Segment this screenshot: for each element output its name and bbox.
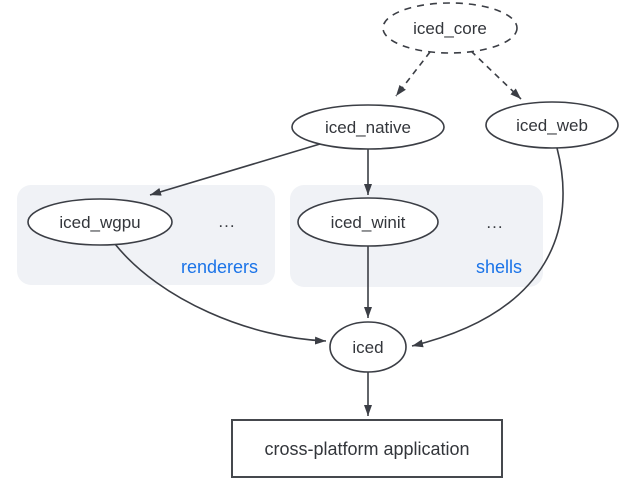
iced-web-label: iced_web <box>516 116 588 135</box>
node-cross-platform-application <box>231 419 503 478</box>
iced-label: iced <box>352 338 383 357</box>
node-iced <box>329 321 407 373</box>
node-iced-wgpu <box>27 198 173 246</box>
edge-core-to-native <box>395 51 431 97</box>
node-iced-winit <box>297 197 439 247</box>
shells-group-label: shells <box>476 257 522 277</box>
iced-wgpu-label: iced_wgpu <box>59 213 140 232</box>
edge-web-to-iced <box>411 147 564 348</box>
renderers-ellipsis: ... <box>218 212 235 231</box>
cross-platform-application-label: cross-platform application <box>264 439 469 459</box>
shells-ellipsis: ... <box>486 213 503 232</box>
node-iced-core <box>382 2 518 54</box>
iced-winit-label: iced_winit <box>331 213 406 232</box>
edge-native-to-wgpu <box>149 143 321 196</box>
iced-core-label: iced_core <box>413 19 487 38</box>
node-iced-web <box>485 101 619 149</box>
edge-wgpu-to-iced <box>114 243 327 345</box>
node-iced-native <box>291 104 445 150</box>
renderers-group-label: renderers <box>181 257 258 277</box>
edge-core-to-web <box>470 50 522 100</box>
iced-native-label: iced_native <box>325 118 411 137</box>
